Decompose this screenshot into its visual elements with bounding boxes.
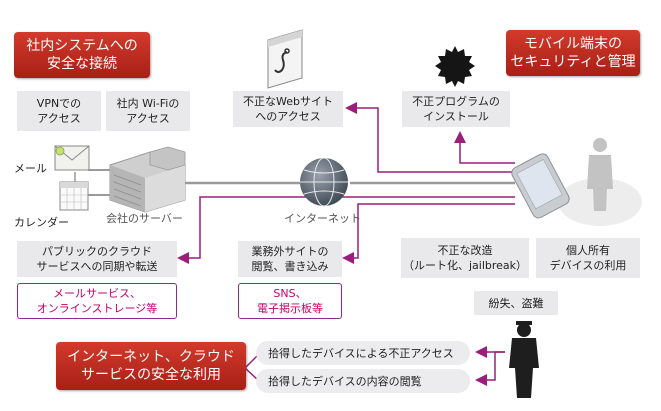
box-bad-site: 不正なWebサイト へのアクセス — [233, 91, 343, 127]
box-cloud-sync: パブリックのクラウド サービスへの同期や転送 — [17, 241, 177, 277]
arrow-nonwork — [342, 203, 515, 264]
label-calendar: カレンダー — [14, 216, 69, 229]
box-personal: 個人所有 デバイスの利用 — [536, 238, 640, 278]
arrow-cloud — [177, 196, 515, 264]
heading-internal: 社内システムへの 安全な接続 — [14, 32, 150, 78]
box-loss: 紛失、盗難 — [474, 291, 558, 315]
heading-cloud: インターネット、クラウド サービスの安全な利用 — [56, 342, 246, 390]
box-sns: SNS、 電子掲示板等 — [238, 283, 342, 319]
box-wifi: 社内 Wi-Fiの アクセス — [106, 91, 190, 131]
arrow-thief-view — [475, 351, 505, 386]
box-mail-storage: メールサービス、 オンラインストレージ等 — [17, 283, 177, 319]
arrow-malware — [454, 131, 515, 164]
arrow-bad-site — [345, 102, 515, 173]
heading-mobile: モバイル端末の セキュリティと管理 — [506, 30, 640, 76]
pill-unauth-access: 拾得したデバイスによる不正アクセス — [256, 341, 470, 365]
box-malware: 不正プログラムの インストール — [402, 91, 510, 127]
box-nonwork: 業務外サイトの 閲覧、書き込み — [238, 241, 342, 277]
pill-content-view: 拾得したデバイスの内容の閲覧 — [256, 369, 470, 393]
box-vpn: VPNでの アクセス — [17, 91, 101, 131]
label-server: 会社のサーバー — [106, 212, 183, 225]
label-internet: インターネット — [284, 212, 361, 225]
label-mail: メール — [14, 162, 47, 175]
box-tamper: 不正な改造 （ルート化、jailbreak） — [401, 238, 529, 278]
